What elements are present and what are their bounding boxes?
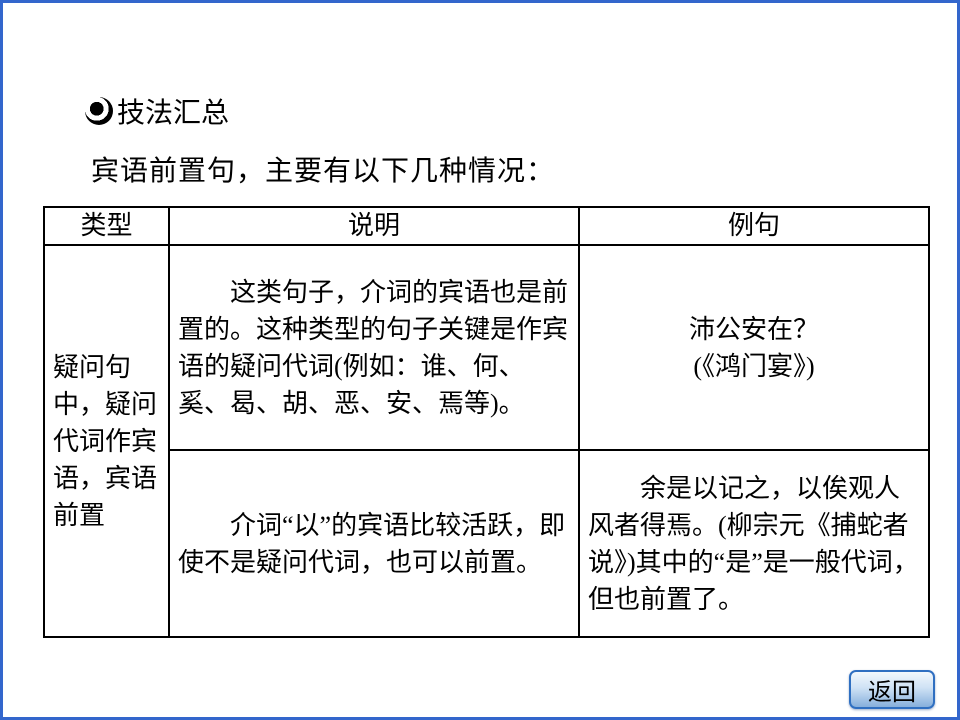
- col-header-type: 类型: [43, 206, 170, 246]
- table-row: 疑问句中，疑问代词作宾语，宾语前置 这类句子，介词的宾语也是前置的。这种类型的句…: [43, 244, 930, 638]
- grammar-summary-table: 类型 说明 例句 疑问句中，疑问代词作宾语，宾语前置 这类句子，介词的宾语也是前…: [43, 206, 930, 638]
- col-header-explanation: 说明: [168, 206, 580, 246]
- col-header-example: 例句: [578, 206, 930, 246]
- section-title: 技法汇总: [117, 98, 230, 129]
- explanation-cell-2: 介词“以”的宾语比较活跃，即使不是疑问代词，也可以前置。: [168, 449, 580, 638]
- intro-text: 宾语前置句，主要有以下几种情况：: [91, 156, 556, 187]
- explanation-cell-1: 这类句子，介词的宾语也是前置的。这种类型的句子关键是作宾语的疑问代词(例如：谁、…: [168, 244, 580, 451]
- type-cell-merged: 疑问句中，疑问代词作宾语，宾语前置: [43, 244, 170, 638]
- example-cell-2: 余是以记之，以俟观人风者得焉。(柳宗元《捕蛇者说》)其中的“是”是一般代词，但也…: [578, 449, 930, 638]
- example-cell-1: 沛公安在？ (《鸿门宴》): [578, 244, 930, 451]
- table-row: 介词“以”的宾语比较活跃，即使不是疑问代词，也可以前置。 余是以记之，以俟观人风…: [44, 449, 930, 638]
- section-title-row: 技法汇总: [85, 91, 229, 131]
- concentric-circle-bullet-icon: [85, 97, 113, 125]
- back-button[interactable]: 返回: [849, 670, 935, 709]
